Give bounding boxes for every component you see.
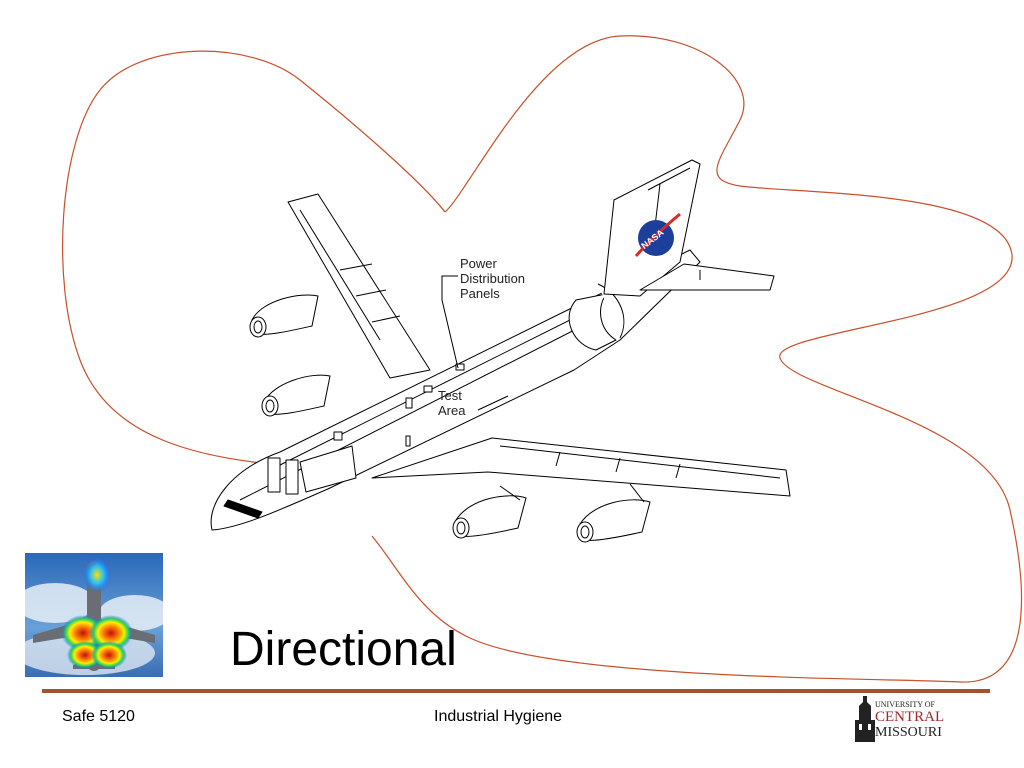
power-distribution-panels-label: Power Distribution Panels: [460, 256, 526, 301]
airplane-diagram: [210, 159, 791, 543]
directional-cloud-outline: [61, 35, 1023, 683]
building-tower-icon: [855, 696, 875, 742]
logo-line-2: CENTRAL: [875, 709, 945, 725]
university-logo: UNIVERSITY OF CENTRAL MISSOURI: [853, 694, 973, 744]
far-engine-lower: [263, 374, 331, 415]
nasa-logo-icon: [634, 212, 681, 257]
footer-rule: [42, 689, 990, 693]
far-engine-upper: [251, 294, 319, 335]
horizontal-stabilizer: [639, 263, 775, 291]
footer-subject: Industrial Hygiene: [434, 708, 563, 725]
slide-title: Directional: [230, 623, 457, 676]
far-wing: [287, 193, 431, 379]
near-wing: [371, 437, 791, 497]
near-engine-outer: [579, 499, 651, 541]
logo-line-3: MISSOURI: [875, 725, 942, 740]
footer-course-code: Safe 5120: [62, 708, 135, 725]
test-area-label: Test Area: [438, 388, 466, 418]
logo-line-1: UNIVERSITY OF: [875, 700, 935, 709]
near-engine-inner: [455, 495, 527, 537]
airplane-heatmap-image: [25, 553, 163, 677]
